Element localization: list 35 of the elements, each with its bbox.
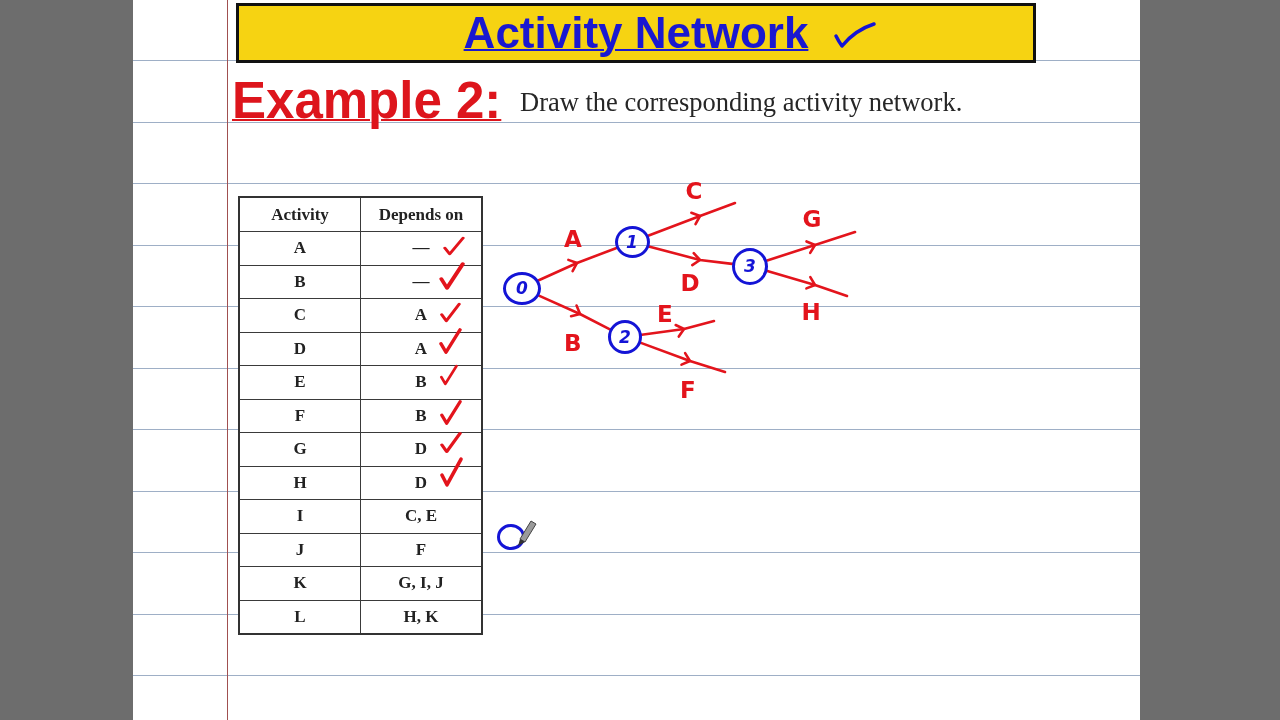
table-cell: J (239, 533, 361, 567)
edge-label: G (802, 206, 822, 232)
edge-label: C (685, 178, 703, 204)
table-cell: I (239, 499, 361, 533)
table-cell: E (239, 365, 361, 399)
table-cell: K (239, 566, 361, 600)
edge-label: F (680, 377, 696, 403)
arrow (537, 246, 618, 282)
arrow (537, 294, 612, 331)
arrow (639, 341, 727, 374)
table-cell: C (239, 298, 361, 332)
arrow (647, 245, 734, 267)
edge-label: D (680, 270, 700, 296)
table-cell: D (239, 332, 361, 366)
event-circle: 2 (608, 320, 642, 354)
arrow (640, 319, 716, 338)
arrow (766, 269, 849, 298)
event-circle: 3 (732, 247, 768, 285)
example-heading: Example 2: (232, 73, 502, 129)
table-cell: H (239, 466, 361, 500)
edge-label: H (801, 299, 821, 325)
event-circle: 0 (503, 271, 541, 305)
event-circle: 1 (614, 226, 650, 258)
edge-label: B (564, 330, 582, 356)
instruction-text: Draw the corresponding activity network. (520, 87, 963, 118)
arrow (646, 201, 737, 238)
edge-label: A (564, 226, 582, 252)
table-cell: A (239, 231, 361, 265)
arrow (765, 230, 857, 262)
table-cell: F (239, 399, 361, 433)
edge-label: E (657, 301, 673, 327)
column-header: Activity (239, 197, 361, 232)
title: Activity Network (463, 9, 809, 57)
table-cell: B (239, 265, 361, 299)
table-cell: G (239, 432, 361, 466)
